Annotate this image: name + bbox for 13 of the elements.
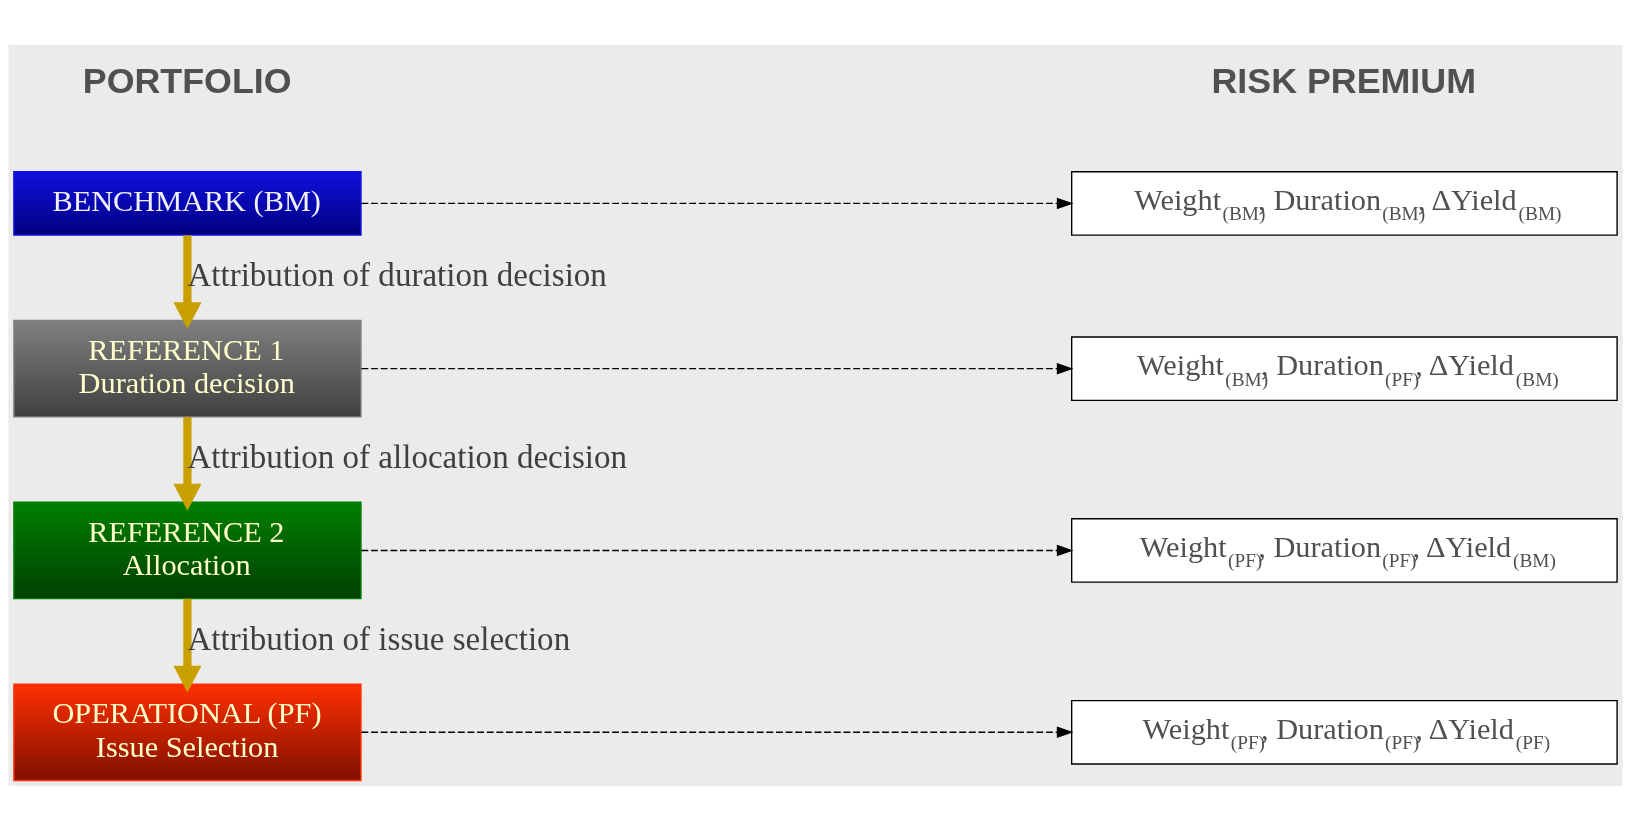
label: PORTFOLIO (82, 60, 292, 101)
arrow (360, 362, 1074, 375)
arrow (360, 197, 1074, 210)
node-box: REFERENCE 1 Duration decision (13, 319, 362, 418)
node-box: BENCHMARK (BM) (13, 171, 362, 236)
arrow (173, 235, 202, 330)
node-box: OPERATIONAL (PF) Issue Selection (13, 683, 362, 782)
arrow (360, 544, 1074, 557)
arrow (173, 417, 202, 511)
arrow (360, 726, 1074, 739)
node-box: REFERENCE 2 Allocation (13, 501, 362, 600)
arrow (173, 598, 202, 693)
label: RISK PREMIUM (1211, 60, 1476, 101)
